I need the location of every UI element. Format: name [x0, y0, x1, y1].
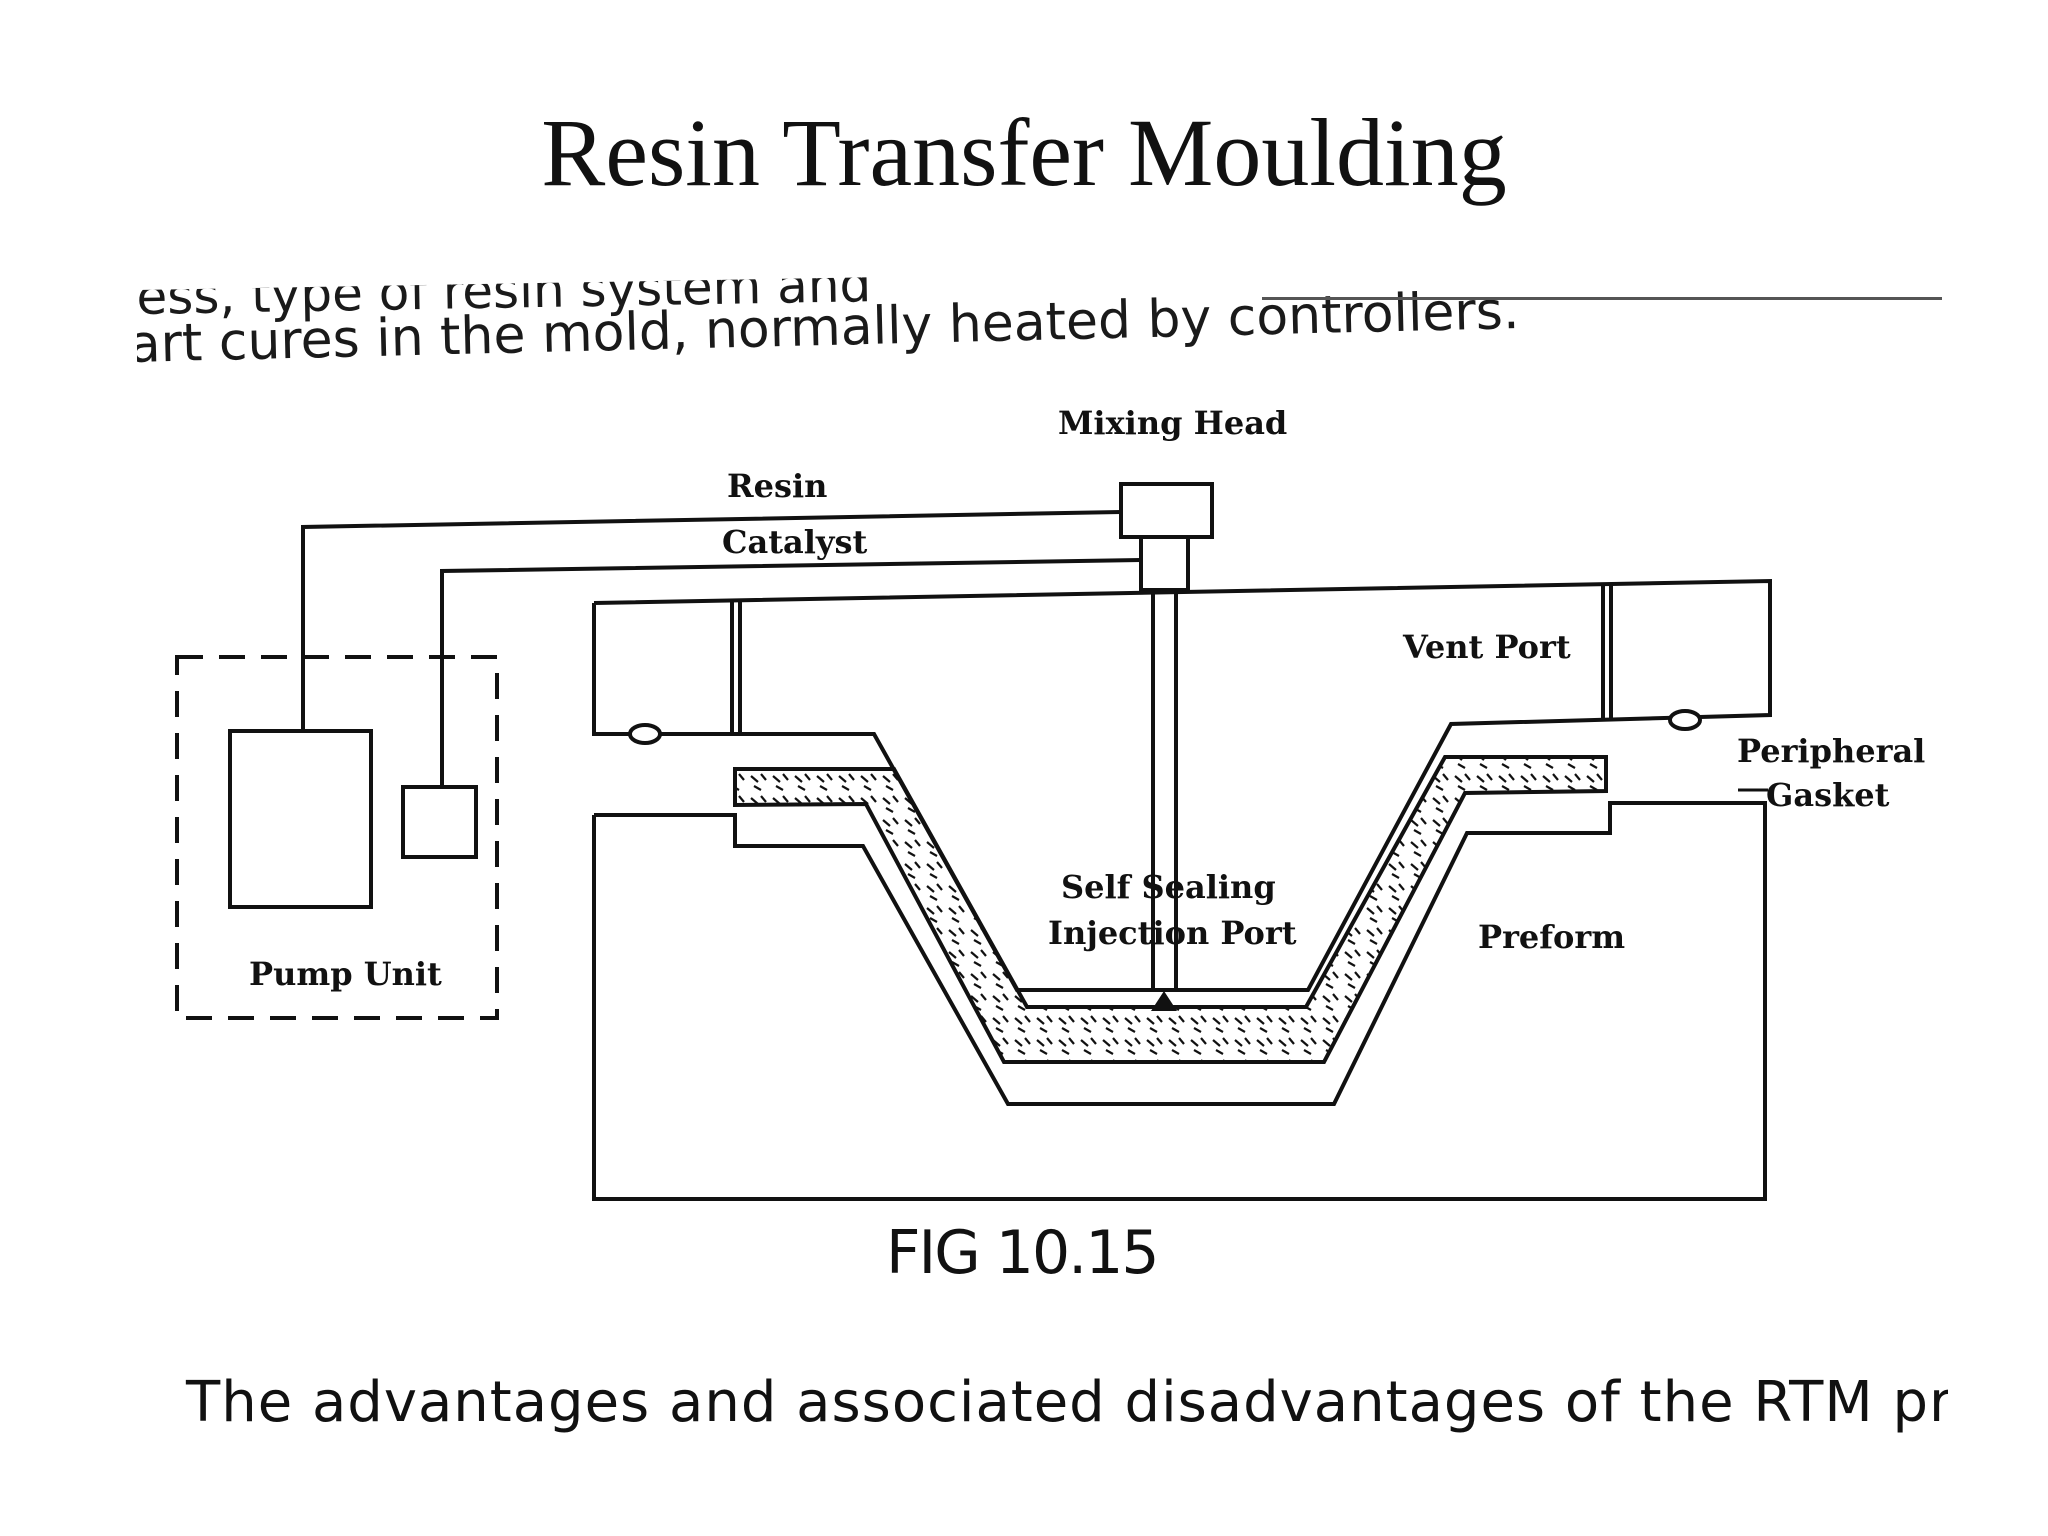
lower-mould [592, 801, 1767, 1201]
catalyst-pump-box [401, 785, 478, 859]
figure-caption: FIG 10.15 [886, 1218, 1160, 1288]
upper-mould [592, 578, 1772, 992]
vent-port-label: Vent Port [1402, 628, 1571, 666]
preform-label: Preform [1478, 918, 1625, 956]
lower-mould-outline [592, 801, 1767, 1201]
preform-layer [733, 755, 1608, 1064]
peripheral-label: Peripheral [1737, 732, 1925, 770]
left-gasket [628, 723, 662, 745]
resin-pump-box [228, 729, 373, 909]
peripheral-gaskets [628, 709, 1702, 745]
mixing-head-label: Mixing Head [1058, 404, 1287, 442]
catalyst-feed-line [440, 558, 1142, 787]
feed-lines [301, 510, 1142, 787]
upper-mould-outline [592, 578, 1772, 992]
right-gasket [1668, 709, 1702, 731]
scan-left-crop [0, 250, 137, 410]
pump-unit-dashed-outline [175, 655, 499, 1020]
scanned-text-bottom-line: The advantages and associated disadvanta… [186, 1370, 2048, 1435]
catalyst-label: Catalyst [722, 523, 867, 561]
resin-feed-line [301, 510, 1122, 731]
mixing-head [1119, 482, 1214, 592]
mixing-head-stem [1139, 535, 1190, 592]
mixing-head-box [1119, 482, 1214, 539]
self-sealing-label: Self Sealing [1061, 868, 1276, 906]
resin-label: Resin [727, 467, 827, 505]
pump-unit [175, 655, 499, 1020]
scan-right-crop [1948, 1340, 2048, 1460]
scan-rule-line [1262, 297, 1942, 300]
slide-title: Resin Transfer Moulding [541, 99, 1507, 206]
injection-port-label: Injection Port [1048, 914, 1297, 952]
pump-unit-label: Pump Unit [249, 955, 442, 993]
preform [733, 755, 1608, 1064]
gasket-label: Gasket [1766, 776, 1890, 814]
